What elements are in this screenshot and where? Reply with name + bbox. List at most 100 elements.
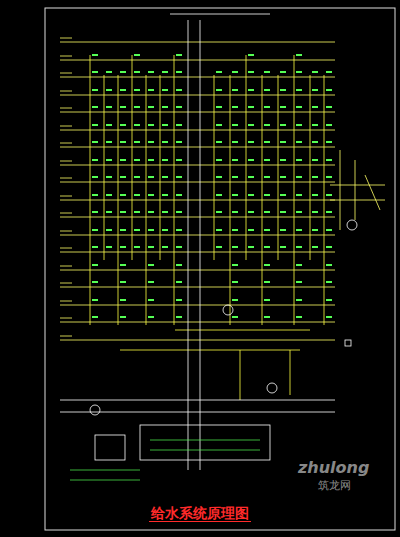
- fixture-mark: [92, 246, 98, 248]
- watermark: zhulong: [298, 458, 369, 477]
- fixture-mark: [296, 89, 302, 91]
- fixture-mark: [176, 246, 182, 248]
- fixture-mark: [120, 246, 126, 248]
- fixture-mark: [176, 281, 182, 283]
- fixture-mark: [248, 246, 254, 248]
- floor-lines: [60, 38, 335, 340]
- riser: [310, 75, 311, 260]
- fixture-mark: [248, 176, 254, 178]
- pump-room: [70, 440, 260, 480]
- fixture-mark: [176, 89, 182, 91]
- fixture-mark: [216, 211, 222, 213]
- fixture-mark: [264, 194, 270, 196]
- fixture-mark: [232, 316, 238, 318]
- fixture-mark: [92, 89, 98, 91]
- fixture-mark: [248, 89, 254, 91]
- fixture-mark: [248, 141, 254, 143]
- fixture-mark: [106, 106, 112, 108]
- fixture-mark: [312, 124, 318, 126]
- fixture-mark: [92, 54, 98, 56]
- fixture-mark: [326, 89, 332, 91]
- fixture-mark: [120, 194, 126, 196]
- fixture-mark: [296, 176, 302, 178]
- fixture-mark: [216, 246, 222, 248]
- fixture-mark: [134, 71, 140, 73]
- fixture-mark: [264, 159, 270, 161]
- fixture-mark: [296, 71, 302, 73]
- fixture-mark: [296, 159, 302, 161]
- fixture-mark: [148, 264, 154, 266]
- fixture-mark: [134, 141, 140, 143]
- branch: [175, 330, 310, 331]
- fixture-mark: [216, 194, 222, 196]
- fixture-mark: [216, 71, 222, 73]
- fixture-mark: [232, 124, 238, 126]
- fixture-mark: [120, 211, 126, 213]
- fixture-mark: [92, 264, 98, 266]
- fixture-mark: [148, 229, 154, 231]
- fixture-mark: [326, 316, 332, 318]
- fixture-mark: [264, 264, 270, 266]
- riser: [214, 75, 215, 260]
- fixture-mark: [148, 281, 154, 283]
- fixture-mark: [106, 141, 112, 143]
- fixture-mark: [92, 194, 98, 196]
- fixture-mark: [148, 106, 154, 108]
- fixture-mark: [232, 176, 238, 178]
- riser: [246, 55, 247, 260]
- riser: [160, 75, 161, 260]
- fixture-mark: [134, 194, 140, 196]
- fixture-mark: [106, 71, 112, 73]
- fixture-mark: [120, 141, 126, 143]
- fixture-mark: [216, 124, 222, 126]
- branch: [290, 350, 291, 395]
- fixture-mark: [134, 176, 140, 178]
- fixture-mark: [280, 211, 286, 213]
- fixture-mark: [120, 299, 126, 301]
- fixture-mark: [248, 211, 254, 213]
- fixture-mark: [92, 229, 98, 231]
- floor-tag: [60, 336, 72, 337]
- fixture-mark: [326, 159, 332, 161]
- fixture-mark: [176, 54, 182, 56]
- fixture-mark: [92, 316, 98, 318]
- floor-line: [60, 42, 335, 43]
- fixture-mark: [280, 176, 286, 178]
- fixture-mark: [264, 124, 270, 126]
- fixture-mark: [176, 176, 182, 178]
- fixture-mark: [232, 159, 238, 161]
- watermark: 筑龙网: [318, 479, 351, 492]
- fixture-mark: [162, 194, 168, 196]
- fixture-mark: [326, 106, 332, 108]
- floor-tag: [60, 91, 72, 92]
- fixture-mark: [264, 176, 270, 178]
- fixture-mark: [120, 89, 126, 91]
- fixture-mark: [134, 159, 140, 161]
- fixture-mark: [280, 159, 286, 161]
- fixture-mark: [264, 316, 270, 318]
- fixture-mark: [232, 229, 238, 231]
- fixture-mark: [248, 159, 254, 161]
- fixture-mark: [162, 176, 168, 178]
- fixture-mark: [312, 246, 318, 248]
- fixture-mark: [296, 281, 302, 283]
- fixture-mark: [264, 246, 270, 248]
- fixture-mark: [312, 211, 318, 213]
- fixture-mark: [176, 71, 182, 73]
- floor-line: [60, 340, 335, 341]
- fixture-mark: [232, 281, 238, 283]
- fixture-mark: [232, 264, 238, 266]
- drawing-title: 给水系统原理图: [149, 505, 251, 522]
- fixture-mark: [312, 141, 318, 143]
- fixture-mark: [162, 141, 168, 143]
- fixture-mark: [134, 229, 140, 231]
- fixture-mark: [216, 176, 222, 178]
- fixture-mark: [280, 246, 286, 248]
- riser: [324, 75, 325, 325]
- fixture-mark: [280, 89, 286, 91]
- fixture-mark: [296, 106, 302, 108]
- riser: [174, 55, 175, 325]
- detail-right: [330, 150, 385, 230]
- fixture-mark: [92, 141, 98, 143]
- fixture-mark: [280, 194, 286, 196]
